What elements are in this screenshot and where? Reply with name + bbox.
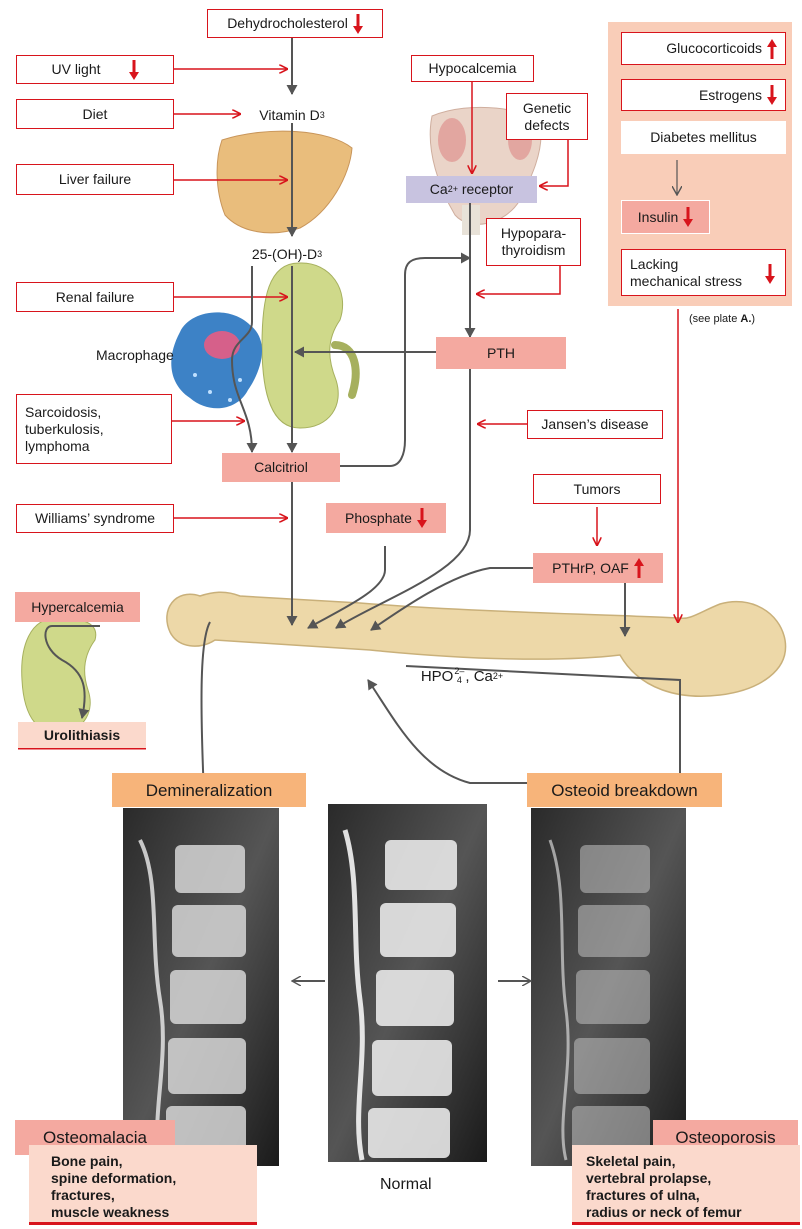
- down-arrow-icon: [767, 85, 777, 105]
- phosphate-box: Phosphate: [326, 503, 446, 533]
- see-plate-note: (see plate A.): [689, 313, 755, 325]
- liver-illustration: [217, 131, 352, 233]
- hpo4-label: HPO: [421, 668, 454, 685]
- dehydrocholesterol-box: Dehydrocholesterol: [207, 9, 383, 38]
- xray-osteoporosis: [531, 808, 686, 1166]
- jansens-disease-box: Jansen’s disease: [527, 410, 663, 439]
- pthrp-oaf-box: PTHrP, OAF: [533, 553, 663, 583]
- pthrp-oaf-label: PTHrP, OAF: [552, 560, 629, 577]
- genetic-defects-label: Genetic defects: [523, 100, 571, 134]
- hypercalcemia-label: Hypercalcemia: [31, 599, 124, 616]
- estrogens-label: Estrogens: [699, 87, 762, 104]
- diabetes-mellitus-label: Diabetes mellitus: [650, 129, 757, 146]
- down-arrow-icon: [417, 508, 427, 528]
- calcitriol-label: Calcitriol: [254, 459, 308, 476]
- hpo4-indices: 2–4: [454, 667, 464, 685]
- ca-receptor-suffix: receptor: [458, 181, 513, 198]
- hypocalcemia-box: Hypocalcemia: [411, 55, 534, 82]
- jansens-disease-label: Jansen’s disease: [541, 416, 648, 433]
- hpo4-ca-superscript: 2+: [493, 668, 503, 685]
- pth-box: PTH: [436, 337, 566, 369]
- hpo4-subscript: 4: [454, 676, 464, 685]
- osteomalacia-symptoms: Bone pain, spine deformation, fractures,…: [29, 1145, 257, 1225]
- osteoid-breakdown-label: Osteoid breakdown: [551, 782, 697, 799]
- kidney-illustration: [262, 263, 356, 428]
- see-plate-suffix: ): [751, 313, 755, 325]
- uv-light-label: UV light: [51, 61, 100, 78]
- down-arrow-icon: [765, 264, 775, 284]
- tumors-label: Tumors: [574, 481, 621, 498]
- hypocalcemia-label: Hypocalcemia: [429, 60, 517, 77]
- hypoparathyroidism-label: Hypopara- thyroidism: [501, 225, 566, 259]
- calcitriol-box: Calcitriol: [222, 453, 340, 482]
- liver-failure-label: Liver failure: [59, 171, 131, 188]
- demineralization-label: Demineralization: [146, 782, 273, 799]
- renal-failure-label: Renal failure: [56, 289, 135, 306]
- osteoporosis-symptoms: Skeletal pain, vertebral prolapse, fract…: [572, 1145, 800, 1225]
- macrophage-label: Macrophage: [96, 347, 174, 363]
- diet-label: Diet: [83, 106, 108, 123]
- renal-failure-box: Renal failure: [16, 282, 174, 312]
- glucocorticoids-box: Glucocorticoids: [621, 32, 786, 65]
- dehydrocholesterol-label: Dehydrocholesterol: [227, 15, 348, 32]
- urolithiasis-box: Urolithiasis: [18, 722, 146, 748]
- genetic-defects-box: Genetic defects: [506, 93, 588, 140]
- macrophage-illustration: [171, 312, 262, 408]
- hypoparathyroidism-box: Hypopara- thyroidism: [486, 218, 581, 266]
- sarcoidosis-label: Sarcoidosis, tuberkulosis, lymphoma: [25, 404, 104, 455]
- see-plate-ref: A.: [740, 313, 751, 325]
- down-arrow-icon: [129, 60, 139, 80]
- vitamin-d3-label: Vitamin D: [259, 107, 319, 124]
- osteomalacia-label: Osteomalacia: [43, 1129, 147, 1146]
- up-arrow-icon: [634, 558, 644, 578]
- pth-label: PTH: [487, 345, 515, 362]
- mechanical-stress-box: Lacking mechanical stress: [621, 249, 786, 296]
- insulin-box: Insulin: [621, 200, 710, 234]
- uv-light-box: UV light: [16, 55, 174, 84]
- ca-receptor-label: Ca: [430, 181, 448, 198]
- down-arrow-icon: [353, 14, 363, 34]
- vitamin-d3-subscript: 3: [320, 107, 325, 124]
- urolithiasis-label: Urolithiasis: [44, 727, 120, 744]
- hydroxy-d3-label: 25-(OH)-D: [252, 246, 317, 263]
- williams-syndrome-box: Williams’ syndrome: [16, 504, 174, 533]
- mechanical-stress-label: Lacking mechanical stress: [630, 256, 742, 290]
- insulin-label: Insulin: [638, 209, 678, 226]
- osteoid-breakdown-box: Osteoid breakdown: [527, 773, 722, 807]
- xray-normal: [328, 804, 487, 1162]
- hydroxy-d3-subscript: 3: [317, 246, 322, 263]
- diabetes-mellitus-box: Diabetes mellitus: [621, 121, 786, 154]
- diet-box: Diet: [16, 99, 174, 129]
- down-arrow-icon: [683, 207, 693, 227]
- estrogens-box: Estrogens: [621, 79, 786, 111]
- up-arrow-icon: [767, 39, 777, 59]
- xray-osteomalacia: [123, 808, 279, 1166]
- demineralization-box: Demineralization: [112, 773, 306, 807]
- ca-receptor-superscript: 2+: [448, 181, 458, 198]
- sarcoidosis-box: Sarcoidosis, tuberkulosis, lymphoma: [16, 394, 172, 464]
- phosphate-label: Phosphate: [345, 510, 412, 527]
- normal-label: Normal: [380, 1176, 432, 1194]
- osteoporosis-label: Osteoporosis: [675, 1129, 775, 1146]
- hpo4-suffix: , Ca: [465, 668, 493, 685]
- williams-syndrome-label: Williams’ syndrome: [35, 510, 155, 527]
- glucocorticoids-label: Glucocorticoids: [666, 40, 762, 57]
- tumors-box: Tumors: [533, 474, 661, 504]
- see-plate-prefix: (see plate: [689, 313, 740, 325]
- small-kidney-illustration: [22, 618, 96, 733]
- hypercalcemia-box: Hypercalcemia: [15, 592, 140, 622]
- liver-failure-box: Liver failure: [16, 164, 174, 195]
